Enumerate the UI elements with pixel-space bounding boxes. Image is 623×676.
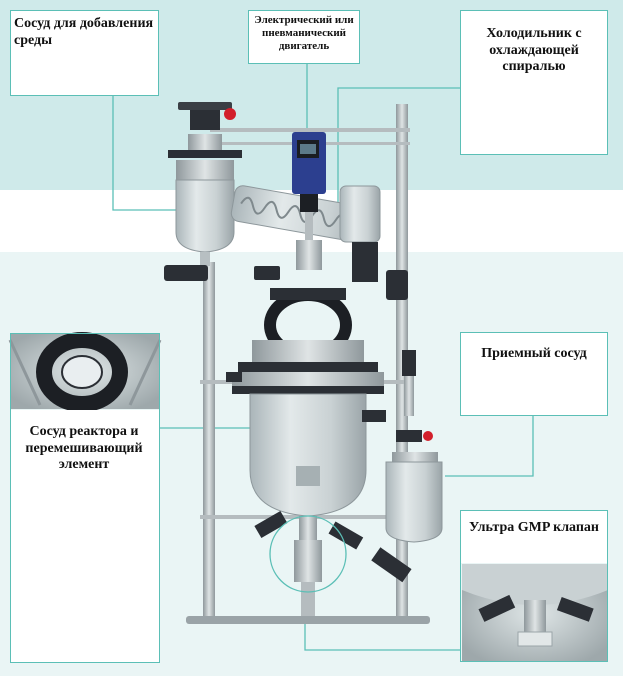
condenser-label: Холодильник с охлаждающей спиралью — [486, 26, 582, 75]
side-fittings — [164, 265, 408, 422]
receiving-vessel-label: Приемный сосуд — [481, 346, 587, 361]
feed-vessel-frame — [10, 10, 159, 96]
reactor-vessel-text-area — [11, 410, 159, 662]
valve-text-area — [461, 511, 607, 563]
reactor-vessel-frame — [10, 333, 160, 663]
condenser-frame — [460, 10, 608, 155]
motor-label: Электрический или пневманический двигате… — [254, 14, 354, 52]
valve-frame — [460, 510, 608, 662]
receiving-vessel-frame — [460, 332, 608, 416]
reactor-vessel-label: Сосуд реактора и перемешивающий элемент — [25, 424, 143, 473]
valve-label: Ультра GMP клапан — [468, 520, 599, 535]
reactor-closeup — [8, 332, 162, 412]
motor-frame — [248, 10, 360, 64]
valve-highlight — [269, 515, 347, 593]
feed-vessel — [168, 102, 242, 266]
feed-vessel-label: Сосуд для добавления среды — [14, 16, 154, 48]
reactor-vessel — [249, 393, 367, 616]
receiving-vessel — [371, 350, 443, 583]
motor — [292, 132, 326, 270]
valve-closeup — [462, 564, 608, 662]
reactor-lid — [232, 288, 384, 394]
